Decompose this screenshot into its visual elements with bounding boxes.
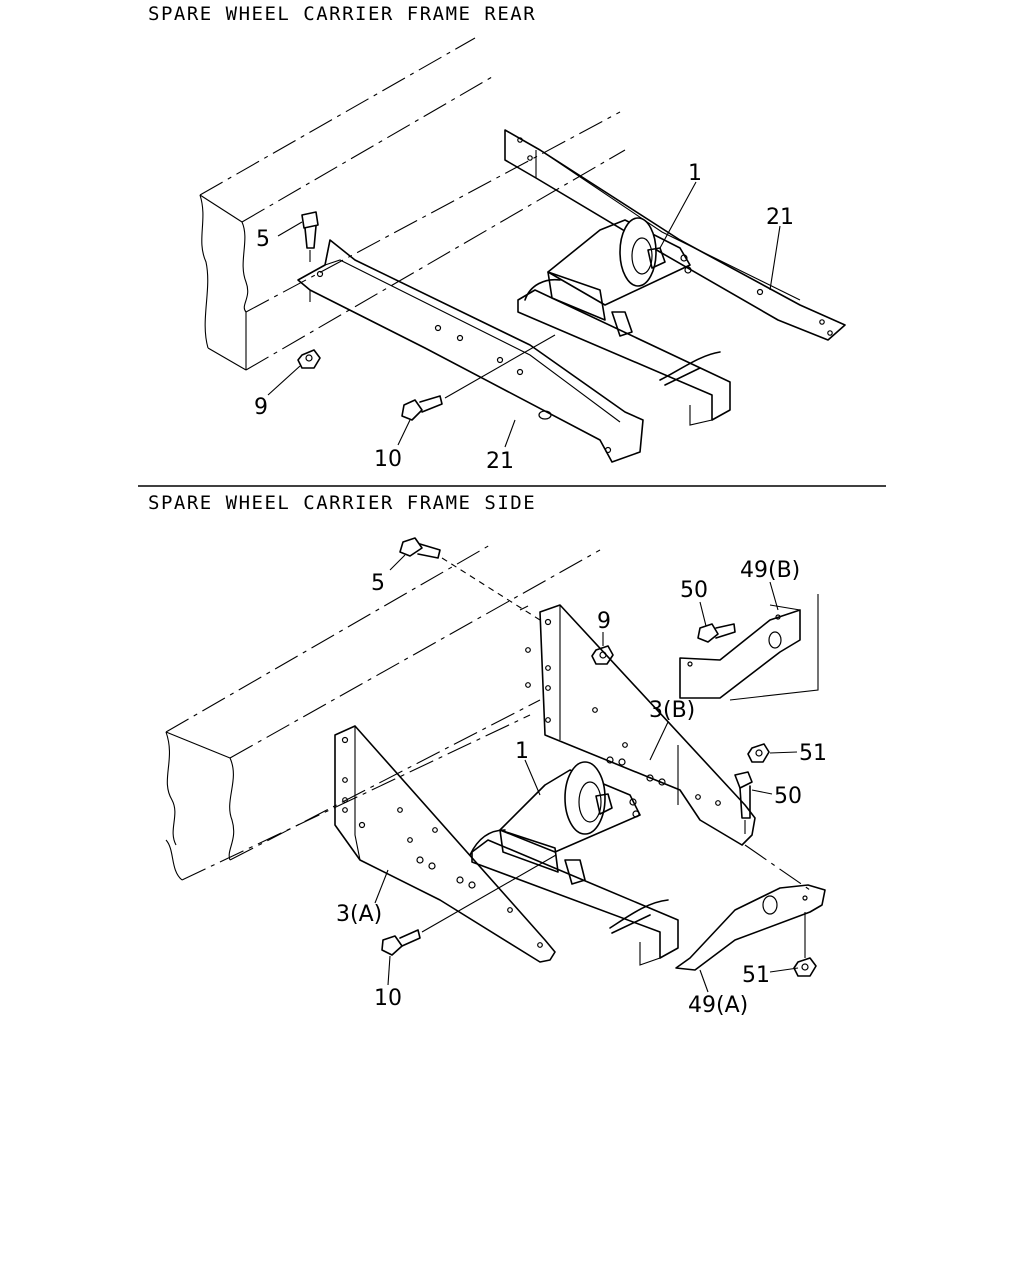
bracket-3b: [525, 604, 756, 846]
callout-labels-side: 5 50 49(B) 9 3(B) 1 51 50 3(A) 10 51 49(…: [336, 558, 827, 1018]
bolt-5-side: [399, 537, 541, 621]
callout-50-lower: 50: [774, 784, 802, 809]
callout-9-side: 9: [597, 609, 611, 634]
callout-50-upper: 50: [680, 578, 708, 603]
bolt-10-rear: [401, 334, 556, 421]
side-view: [165, 537, 826, 993]
carrier-channel-rear: [517, 278, 731, 426]
callout-51-upper: 51: [799, 741, 827, 766]
callout-10-side: 10: [374, 986, 402, 1011]
callout-21-rear-right: 21: [766, 205, 794, 230]
carrier-channel-side: [469, 829, 679, 966]
bolt-50-upper: [697, 623, 736, 643]
callout-1-side: 1: [515, 739, 529, 764]
chassis-frame-rail-side: [165, 544, 601, 881]
bolt-50-lower: [734, 771, 753, 834]
nut-51-upper: [747, 743, 770, 763]
callout-21-rear-left: 21: [486, 449, 514, 474]
winch-1-rear: [547, 217, 692, 337]
section-title-side: SPARE WHEEL CARRIER FRAME SIDE: [148, 492, 537, 514]
callout-1-rear: 1: [688, 161, 702, 186]
bolt-10-side: [381, 854, 557, 956]
rear-view: [199, 37, 846, 463]
callout-10-rear: 10: [374, 447, 402, 472]
callout-5-rear: 5: [256, 227, 270, 252]
bracket-49a: [675, 884, 826, 971]
callout-5-side: 5: [371, 571, 385, 596]
crossmember-21-left: [297, 239, 644, 463]
crossmember-21-right: [504, 129, 846, 341]
nut-9-side: [591, 645, 614, 665]
winch-1-side: [499, 761, 641, 885]
bracket-3a: [334, 725, 556, 963]
callout-51-lower: 51: [742, 963, 770, 988]
callout-3a: 3(A): [336, 902, 382, 927]
section-title-rear: SPARE WHEEL CARRIER FRAME REAR: [148, 3, 537, 25]
callout-3b: 3(B): [649, 698, 695, 723]
callout-labels-rear: 1 21 5 9 10 21: [254, 161, 794, 474]
bracket-49b: [679, 594, 819, 701]
chassis-frame-rail-rear: [199, 37, 626, 371]
callout-49a: 49(A): [688, 993, 748, 1018]
nut-9-rear: [297, 349, 321, 369]
bolt-5-rear: [301, 211, 319, 302]
callout-49b: 49(B): [740, 558, 800, 583]
callout-9-rear: 9: [254, 395, 268, 420]
nut-51-lower: [793, 912, 817, 977]
